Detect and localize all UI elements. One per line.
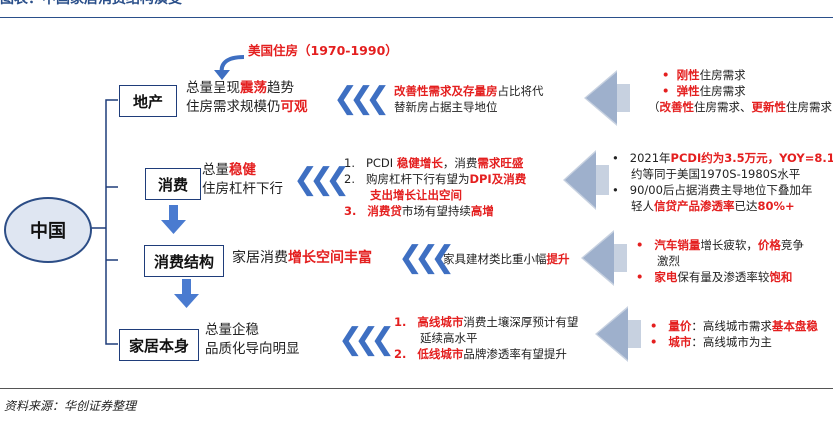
footer-divider <box>0 388 833 389</box>
tree-bracket <box>88 99 118 345</box>
consumption-structure-right-list: • 汽车销量增长疲软，价格竞争 激烈 • 家电保有量及渗透率较饱和 <box>636 238 804 284</box>
consumption-right-list: • 2021年PCDI约为3.5万元，YOY=8.1%， 约等同于美国1970S… <box>612 151 833 213</box>
consumption-structure-desc: 家居消费增长空间丰富 <box>232 250 372 266</box>
chevron-icon-row3: ❮❮❮ <box>398 240 456 275</box>
furnishing-desc: 总量企稳 品质化导向明显 <box>205 322 300 357</box>
real-estate-right-list: • 刚性住房需求 • 弹性住房需求 （改善性住房需求、更新性住房需求 <box>648 68 832 114</box>
consumption-structure-mid-text: 家具建材类比重小幅提升 <box>443 252 570 266</box>
big-arrow-row2 <box>563 150 609 210</box>
node-real-estate: 地产 <box>119 85 177 117</box>
center-node-china: 中国 <box>4 197 92 263</box>
furnishing-right-list: • 量价：高线城市需求基本盘稳 • 城市：高线城市为主 <box>650 319 818 349</box>
header-title-fragment: 图表：中国家居消费结构演变 <box>0 0 182 8</box>
down-arrow-2 <box>174 279 199 308</box>
node-consumption-structure: 消费结构 <box>144 245 224 277</box>
header-divider <box>0 17 833 18</box>
node-consumption: 消费 <box>145 168 201 200</box>
node-furnishing-itself: 家居本身 <box>119 329 199 361</box>
furnishing-mid-list: 1. 高线城市消费土壤深厚预计有望 延续高水平 2. 低线城市品牌渗透率有望提升 <box>394 315 579 361</box>
chevron-icon-row4: ❮❮❮ <box>338 322 396 357</box>
chevron-icon-row1: ❮❮❮ <box>333 81 391 116</box>
us-reference-label: 美国住房（1970-1990） <box>248 43 398 58</box>
consumption-desc: 总量稳健 住房杠杆下行 <box>202 162 283 197</box>
down-arrow-1 <box>161 205 186 234</box>
us-reference-arrow-head <box>214 70 230 80</box>
chevron-icon-row2: ❮❮❮ <box>293 162 351 197</box>
real-estate-desc: 总量呈现震荡趋势 住房需求规模仍可观 <box>186 80 308 115</box>
big-arrow-row3 <box>581 230 627 286</box>
source-note: 资料来源：华创证券整理 <box>4 399 137 413</box>
consumption-mid-list: 1. PCDI 稳健增长，消费需求旺盛 2. 购房杠杆下行有望为DPI及消费 支… <box>344 156 527 218</box>
big-arrow-row1 <box>584 70 630 126</box>
big-arrow-row4 <box>595 306 641 362</box>
real-estate-mid-text: 改善性需求及存量房占比将代 替新房占据主导地位 <box>394 84 544 114</box>
